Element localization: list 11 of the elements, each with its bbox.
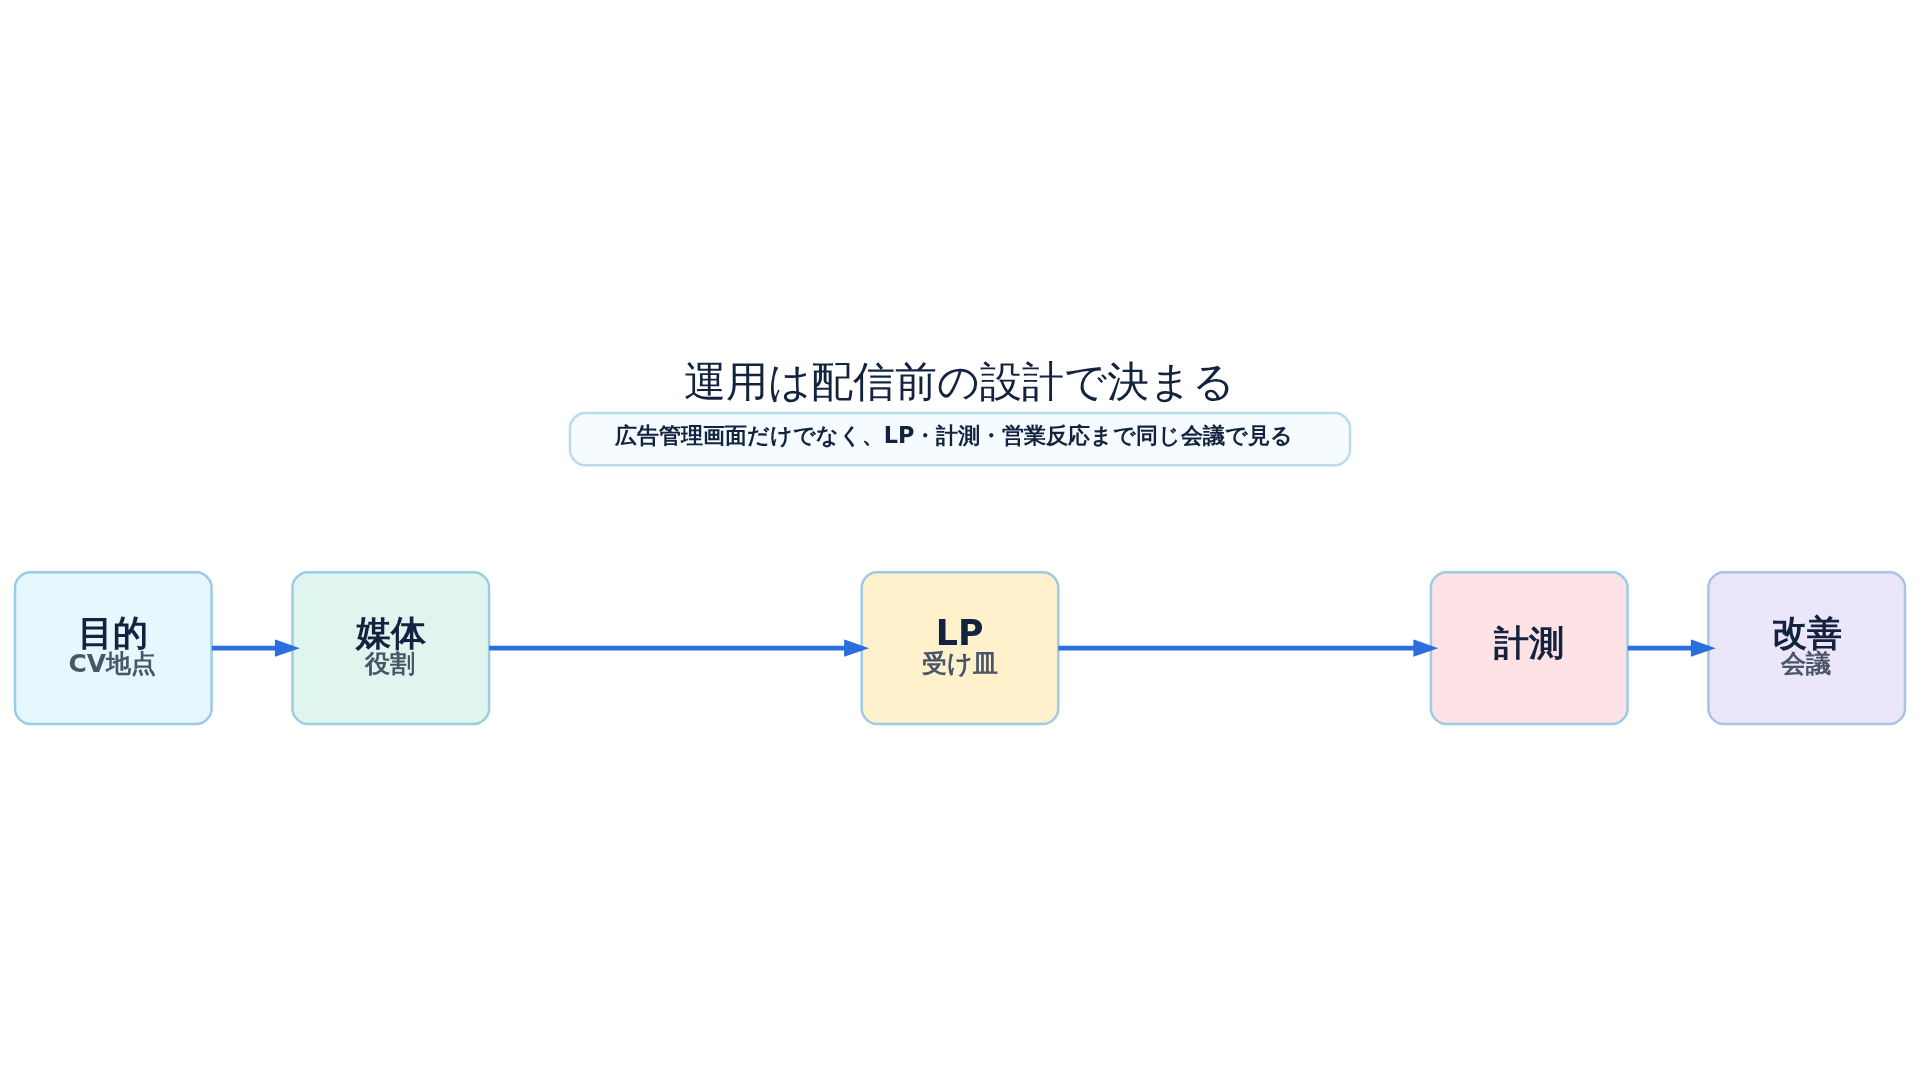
arrow (1627, 638, 1716, 657)
arrow (489, 638, 870, 657)
node-box: 広告管理画面だけでなく、LP・計測・営業反応まで同じ会議で見る (568, 411, 1352, 466)
node-box: LP 受け皿 (860, 570, 1060, 725)
node-box: 目的 CV地点 (13, 570, 213, 725)
node-box: 改善 会議 (1707, 570, 1907, 725)
arrow (1058, 638, 1439, 657)
node-box: 媒体 役割 (291, 570, 491, 725)
arrow (211, 638, 300, 657)
node-box: 計測 (1429, 570, 1629, 725)
diagram-title: 運用は配信前の設計で決まる (684, 356, 1236, 406)
